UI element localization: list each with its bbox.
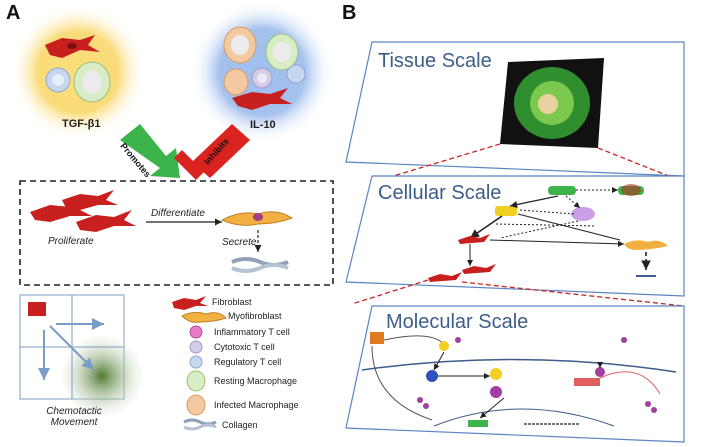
cellular-scale-plane: [345, 175, 685, 297]
chemotactic-grid: [19, 294, 142, 416]
legend-myofibroblast: Myofibroblast: [228, 311, 282, 321]
resting-macrophage-icon: [265, 33, 299, 71]
fibroblast-icon: [232, 88, 292, 110]
collagen-icon: [231, 257, 289, 273]
chemotactic-line-1: Chemotactic: [46, 406, 102, 417]
chemotactic-label: Chemotactic Movement: [44, 406, 104, 428]
cytotoxic-t-cell-icon: [251, 67, 273, 89]
cellular-scale-title: Cellular Scale: [378, 182, 502, 204]
proliferating-fibroblasts: [30, 190, 136, 232]
myofibroblast-icon: [181, 311, 227, 323]
fibroblast-icon: [45, 35, 100, 58]
cellular-network: [428, 184, 668, 282]
infected-macrophage-icon: [223, 26, 257, 64]
secrete-label: Secrete: [222, 237, 257, 248]
resting-macrophage-icon: [73, 61, 111, 103]
tgf-beta1-label: TGF-β1: [62, 118, 101, 130]
promotes-arrow: [120, 124, 180, 178]
legend-infected-macrophage: Infected Macrophage: [214, 400, 299, 410]
tissue-heatmap: [500, 58, 604, 148]
proliferate-label: Proliferate: [48, 236, 94, 247]
resting-macrophage-icon: [186, 370, 206, 392]
legend-collagen: Collagen: [222, 420, 258, 430]
legend-resting-macrophage: Resting Macrophage: [214, 376, 298, 386]
tissue-scale-title: Tissue Scale: [378, 50, 492, 72]
differentiate-label: Differentiate: [151, 208, 205, 219]
legend-regulatory-t-cell: Regulatory T cell: [214, 357, 282, 367]
panel-label-a: A: [6, 2, 21, 24]
il10-label: IL-10: [250, 119, 276, 131]
fibroblast-icon: [172, 296, 208, 310]
molecular-scale-title: Molecular Scale: [386, 311, 529, 333]
regulatory-t-cell-icon: [45, 67, 71, 93]
legend-fibroblast: Fibroblast: [212, 297, 252, 307]
molecular-scale-plane: [345, 305, 685, 443]
infected-macrophage-icon: [186, 394, 206, 416]
legend-inflammatory-t-cell: Inflammatory T cell: [214, 327, 290, 337]
myofibroblast-icon: [220, 211, 294, 226]
regulatory-t-cell-icon: [286, 64, 306, 84]
cytotoxic-t-cell-icon: [189, 340, 203, 354]
chemotactic-line-2: Movement: [50, 417, 98, 428]
legend-cytotoxic-t-cell: Cytotoxic T cell: [214, 342, 275, 352]
infected-macrophage-icon: [223, 68, 249, 96]
process-box: [19, 180, 334, 286]
legend-icons: [172, 296, 227, 431]
panel-label-b: B: [342, 2, 357, 24]
collagen-icon: [183, 418, 217, 431]
regulatory-t-cell-icon: [189, 355, 203, 369]
inhibits-arrow: [174, 124, 250, 180]
inflammatory-t-cell-icon: [189, 325, 203, 339]
molecular-network: [361, 332, 677, 427]
